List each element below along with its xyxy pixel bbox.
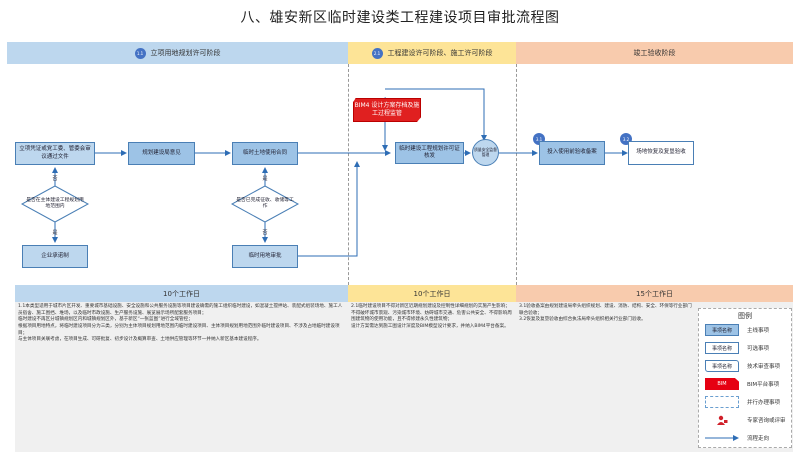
- legend-item-parallel: 并行办理事项: [705, 395, 789, 409]
- node-temp-land-approval: 临时用地审批: [232, 245, 298, 268]
- flow-arrow-icon: [705, 432, 739, 444]
- node-site-restoration: 场地恢复及复垦验收: [628, 141, 694, 165]
- legend-label: 主线事项: [747, 328, 770, 334]
- duration-phase-2: 10个工作日: [348, 285, 516, 302]
- arrow-n5-n6: [298, 161, 360, 257]
- note-phase-3: 3.1验收备案由规划建设局牵头组织规划、建设、消防、结构、安全、环保等行业部门联…: [519, 304, 692, 323]
- page-title: 八、雄安新区临时建设类工程建设项目审批流程图: [240, 10, 560, 26]
- node-temp-permit-issue: 临时建设工程规划许可证核发: [395, 142, 464, 164]
- notes-panel: [15, 302, 793, 452]
- edge-label-no: 否: [262, 230, 268, 236]
- phase-header-1: 1.1 立项用地规划许可阶段: [7, 42, 348, 64]
- note-phase-1: 1.1本类型适用于城市片区开发、重要城市基础设施、安全设施和公共服务设施等项目建…: [18, 304, 343, 343]
- note-phase-2: 2.1临时建设项目不得对新区近期规划建设及控制性详细规划的实施产生影响； 不得破…: [351, 304, 512, 329]
- phase-label: 竣工验收阶段: [633, 49, 676, 57]
- edge-label-yes: 是: [262, 176, 268, 182]
- legend: 图例 事项名称 主线事项 事项名称 可选事项 事项名称 技术审查事项 BIM B…: [698, 308, 792, 448]
- legend-label: 可选事项: [747, 346, 770, 352]
- legend-sample-optional: 事项名称: [705, 342, 739, 354]
- legend-item-technical: 事项名称 技术审查事项: [705, 359, 789, 373]
- expert-icon: [705, 414, 739, 426]
- legend-item-expert: 专家咨询或评审: [705, 413, 789, 427]
- node-enterprise-commitment: 企业承诺制: [22, 245, 88, 268]
- legend-sample-parallel: [705, 396, 739, 408]
- phase-divider: [516, 64, 517, 285]
- legend-item-bim: BIM BIM平台事项: [705, 377, 789, 391]
- node-planning-opinion: 规划建设局意见: [128, 142, 195, 165]
- decision-diamond-2: [230, 185, 300, 223]
- phase-header-2: 2.1 工程建设许可阶段、施工许可阶段: [348, 42, 516, 64]
- edge-label-no: 否: [52, 176, 58, 182]
- legend-item-optional: 事项名称 可选事项: [705, 341, 789, 355]
- legend-title: 图例: [738, 312, 752, 320]
- duration-phase-3: 15个工作日: [516, 285, 793, 302]
- decision-text-1: 是否在主体建设工程规划用地范围内: [26, 198, 84, 210]
- legend-label: 专家咨询或评审: [747, 418, 786, 424]
- legend-sample-main: 事项名称: [705, 324, 739, 336]
- phase-badge: 1.1: [134, 47, 146, 59]
- node-bim4-supervision: BIM4 设计方案存档及施工过程监管: [353, 98, 421, 122]
- edge-label-yes: 是: [52, 230, 58, 236]
- legend-label: 并行办理事项: [747, 400, 781, 406]
- decision-diamond-1: [20, 185, 90, 223]
- legend-item-flow: 流程走向: [705, 431, 789, 445]
- phase-label: 工程建设许可阶段、施工许可阶段: [387, 49, 493, 57]
- phase-header-3: 竣工验收阶段: [516, 42, 793, 64]
- node-acceptance-filing: 投入使用前验收备案: [539, 141, 605, 165]
- phase-divider: [348, 64, 349, 285]
- legend-sample-technical: 事项名称: [705, 360, 739, 372]
- legend-label: 流程走向: [747, 436, 770, 442]
- decision-text-2: 是否已完成征收、收储等工作: [236, 198, 294, 210]
- node-project-approval: 立项凭证或党工委、管委会审议通过文件: [15, 142, 95, 165]
- phase-badge: 2.1: [371, 47, 383, 59]
- node-temp-land-contract: 临时土地使用合同: [232, 142, 298, 165]
- legend-label: 技术审查事项: [747, 364, 781, 370]
- legend-item-main: 事项名称 主线事项: [705, 323, 789, 337]
- arrow-loop-circle: [385, 88, 487, 141]
- duration-phase-1: 10个工作日: [15, 285, 348, 302]
- legend-sample-bim: BIM: [705, 378, 739, 390]
- node-quality-safety: 质量安全监督管理: [472, 139, 499, 166]
- legend-label: BIM平台事项: [747, 382, 780, 388]
- phase-label: 立项用地规划许可阶段: [150, 49, 221, 57]
